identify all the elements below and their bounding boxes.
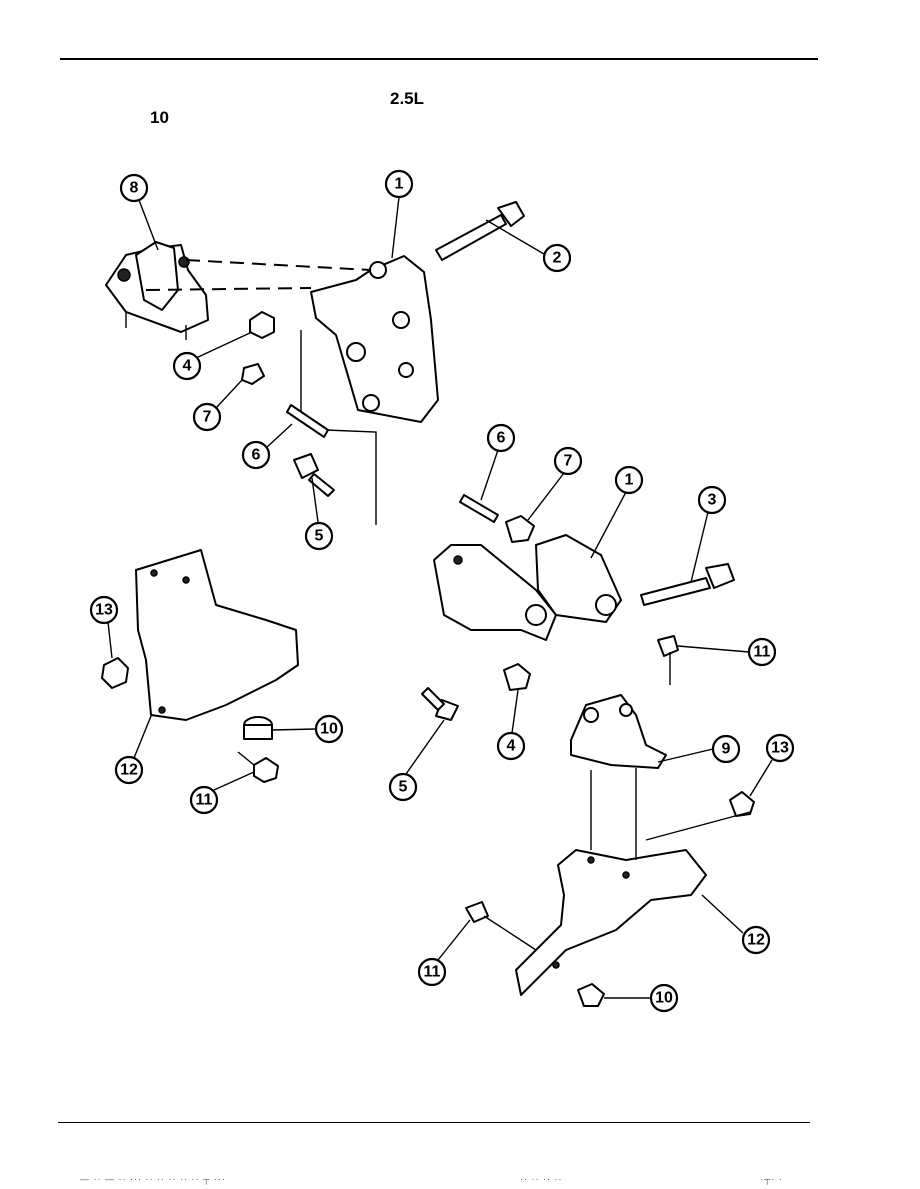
callout-6-upper: 6 [241, 423, 293, 470]
svg-text:2: 2 [553, 250, 562, 267]
callout-11-left: 11 [189, 771, 255, 815]
svg-text:3: 3 [708, 492, 717, 509]
footer-scan-noise-right: ·┬· · [760, 1174, 783, 1184]
insulator-9 [570, 694, 667, 769]
svg-text:9: 9 [722, 741, 731, 758]
nut-7-upper [241, 363, 265, 385]
upper-bracket-1 [300, 255, 439, 525]
callout-7-upper: 7 [192, 379, 243, 432]
nut-10-right [577, 983, 605, 1007]
svg-text:4: 4 [183, 358, 192, 375]
nut-7-right [505, 515, 535, 543]
nut-13-left [101, 657, 129, 689]
callout-11-right-upper: 11 [677, 637, 777, 667]
callout-8: 8 [119, 173, 159, 251]
svg-text:4: 4 [507, 738, 516, 755]
callout-12-left: 12 [114, 715, 152, 785]
callout-1-right: 1 [590, 465, 644, 559]
svg-text:10: 10 [320, 721, 338, 738]
callout-11-right-lower: 11 [417, 919, 471, 987]
callout-9: 9 [657, 734, 741, 764]
stud-6-upper [286, 404, 329, 438]
bolt-3 [640, 563, 735, 606]
svg-text:12: 12 [120, 762, 138, 779]
bolt-5-upper [293, 453, 335, 497]
svg-text:5: 5 [315, 528, 324, 545]
svg-text:11: 11 [196, 792, 213, 809]
callout-13-left: 13 [89, 595, 119, 659]
bolt-5-right [421, 687, 459, 721]
callout-3: 3 [690, 485, 727, 583]
svg-text:13: 13 [771, 740, 789, 757]
leader-dash-2 [145, 287, 312, 291]
footer-scan-noise-mid: ·· ·· ·· ·· [520, 1174, 563, 1184]
callout-1-upper: 1 [384, 169, 414, 259]
nut-4-right [503, 663, 531, 691]
right-bracket-1 [433, 534, 622, 641]
bolt-11-left [237, 751, 279, 783]
right-bracket-12 [515, 849, 707, 996]
header-number-label: 10 [150, 108, 169, 127]
svg-text:6: 6 [252, 447, 261, 464]
callout-5-upper: 5 [304, 477, 334, 551]
nut-13-right [645, 791, 755, 841]
callout-10-left: 10 [271, 714, 344, 744]
bolt-11-right-lower [465, 901, 537, 951]
bolt-11-right-upper [657, 635, 679, 685]
svg-text:12: 12 [747, 932, 765, 949]
header-engine-label: 2.5L [390, 89, 425, 108]
insulator-10-left [243, 716, 273, 740]
svg-text:5: 5 [399, 779, 408, 796]
callout-6-right: 6 [480, 423, 516, 501]
leader-dash-1 [185, 259, 372, 271]
svg-text:13: 13 [95, 602, 113, 619]
callout-13-right: 13 [749, 733, 795, 797]
engine-mount-diagram: 1 2 8 4 7 6 5 6 7 1 3 11 [89, 169, 795, 1013]
footer-rule [58, 1122, 810, 1123]
svg-text:1: 1 [395, 176, 404, 193]
svg-text:6: 6 [497, 430, 506, 447]
svg-text:8: 8 [130, 180, 139, 197]
svg-text:11: 11 [424, 964, 441, 981]
callout-4-right: 4 [496, 689, 526, 761]
callout-5-right: 5 [388, 719, 445, 802]
svg-text:10: 10 [655, 990, 673, 1007]
callout-2: 2 [485, 219, 572, 273]
nut-4-upper [249, 311, 275, 339]
svg-text:7: 7 [203, 409, 212, 426]
callout-10-right: 10 [604, 983, 679, 1013]
stud-6-right [459, 494, 499, 523]
callout-4-upper: 4 [172, 331, 253, 381]
svg-text:1: 1 [625, 472, 634, 489]
left-bracket-12 [135, 549, 299, 721]
footer-scan-noise-left: — ·· — ·· ··· ·· ·· ·· ·· ·· ┬ ··· [80, 1174, 226, 1184]
header-rule [60, 58, 818, 60]
upper-insulator-8 [105, 241, 209, 340]
callout-7-right: 7 [527, 446, 583, 521]
callout-12-right: 12 [701, 894, 771, 955]
svg-text:11: 11 [754, 644, 771, 661]
bolt-2 [435, 201, 525, 261]
svg-text:7: 7 [564, 453, 573, 470]
